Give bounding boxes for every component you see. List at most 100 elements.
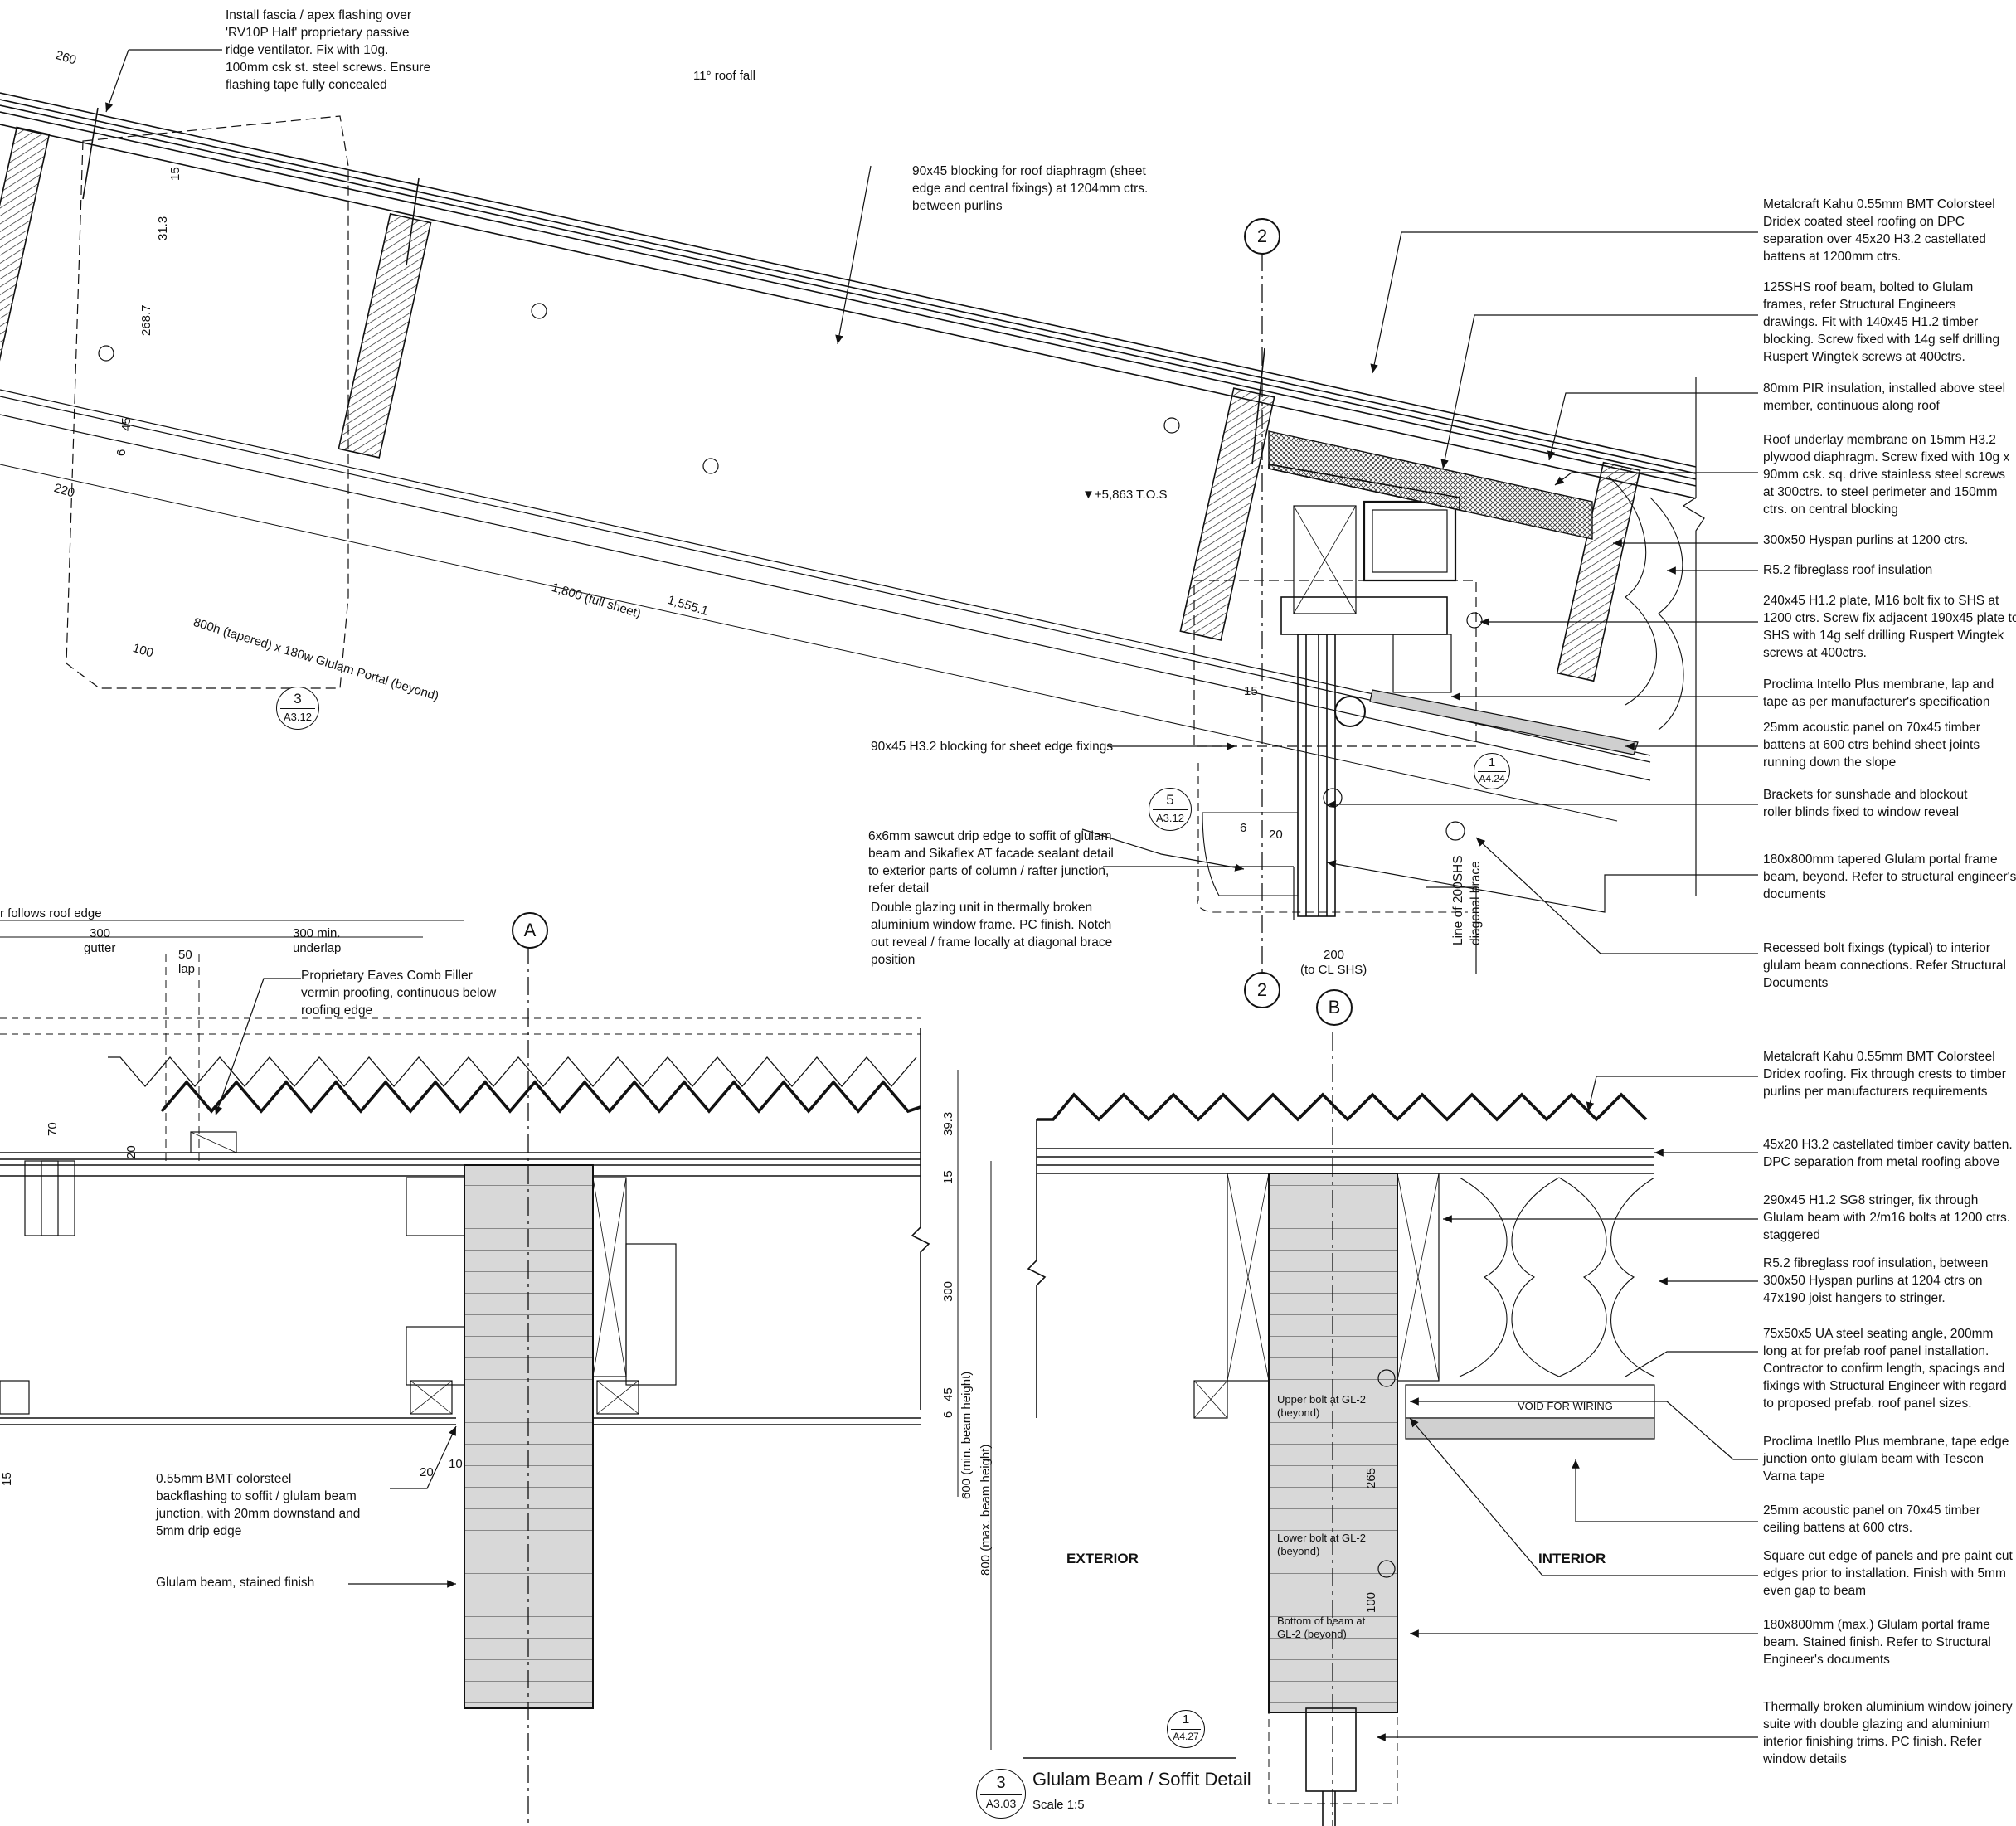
note-line: 80mm PIR insulation, installed above ste…: [1763, 381, 2006, 396]
note-line: Proclima Intello Plus membrane, lap and: [1763, 677, 1994, 692]
detail-ref-5-a312[interactable]: 5 A3.12: [1149, 788, 1192, 831]
note-line: (beyond): [1277, 1406, 1320, 1419]
dim-20: 20: [1269, 828, 1283, 842]
note-line: junction, with 20mm downstand and: [156, 1507, 361, 1521]
note-line: tape as per manufacturer's specification: [1763, 695, 1990, 709]
dim-200: 200: [1324, 948, 1345, 962]
note-line: Brackets for sunshade and blockout: [1763, 788, 1968, 802]
grid-bubble-2-top: 2: [1244, 218, 1280, 255]
note-line: purlins per manufacturers requirements: [1763, 1085, 1988, 1099]
note-line: Glulam beam, stained finish: [156, 1576, 315, 1590]
note-line: 6x6mm sawcut drip edge to soffit of glul…: [868, 829, 1112, 843]
annotation-note: R5.2 fibreglass roof insulation, between…: [1763, 1255, 1988, 1307]
note-line: 25mm acoustic panel on 70x45 timber: [1763, 721, 1980, 735]
detail-ref-divider: [1153, 809, 1188, 810]
roof-section-upper: [0, 92, 1705, 974]
note-line: member, continuous along roof: [1763, 399, 1940, 413]
dim-15d: 15: [0, 1472, 14, 1486]
note-line: drawings. Fit with 140x45 H1.2 timber: [1763, 315, 1979, 329]
dim-20b: 20: [124, 1145, 138, 1159]
roof-fall-label: 11° roof fall: [693, 69, 755, 83]
note-line: Proprietary Eaves Comb Filler: [301, 969, 473, 983]
annotation-note: 45x20 H3.2 castellated timber cavity bat…: [1763, 1136, 2013, 1171]
note-line: 5mm drip edge: [156, 1524, 242, 1538]
annotation-note: Thermally broken aluminium window joiner…: [1763, 1698, 2013, 1768]
note-line: beam and Sikaflex AT facade sealant deta…: [868, 847, 1114, 861]
dim-15: 15: [168, 167, 182, 181]
detail-ref-1-a427[interactable]: 1 A4.27: [1167, 1710, 1205, 1748]
detail-ref-sheet: A4.24: [1479, 773, 1505, 784]
detail-ref-number: 3: [294, 691, 302, 707]
detail-ref-1-a424[interactable]: 1 A4.24: [1474, 753, 1510, 789]
annotation-note: Square cut edge of panels and pre paint …: [1763, 1547, 2013, 1600]
void-for-wiring-label: VOID FOR WIRING: [1518, 1400, 1613, 1412]
note-line: out reveal / frame locally at diagonal b…: [871, 935, 1113, 949]
dim-300: 300: [941, 1280, 955, 1302]
note-line: screws at 400ctrs.: [1763, 646, 1867, 660]
dim-45b: 45: [941, 1387, 955, 1401]
note-line: vermin proofing, continuous below: [301, 986, 497, 1000]
note-line: interior finishing trims. PC finish. Ref…: [1763, 1735, 1982, 1749]
note-line: 25mm acoustic panel on 70x45 timber: [1763, 1503, 1980, 1518]
note-line: to exterior parts of column / rafter jun…: [868, 864, 1110, 878]
note-line: 90x45 blocking for roof diaphragm (sheet: [912, 164, 1146, 178]
note-line: 75x50x5 UA steel seating angle, 200mm: [1763, 1327, 1994, 1341]
note-line: between purlins: [912, 199, 1003, 213]
note-line: 1200 ctrs. Screw fix adjacent 190x45 pla…: [1763, 611, 2016, 625]
note-line: window details: [1763, 1752, 1847, 1766]
note-line: GL-2 (beyond): [1277, 1628, 1347, 1640]
note-line: edges prior to installation. Finish with…: [1763, 1566, 2006, 1581]
note-line: 100mm csk st. steel screws. Ensure: [226, 61, 431, 75]
note-line: diagonal brace: [1469, 861, 1483, 945]
detail-ref-3-a312[interactable]: 3 A3.12: [276, 687, 319, 730]
note-line: at 300ctrs. to steel perimeter and 150mm: [1763, 485, 1998, 499]
note-line: Roof underlay membrane on 15mm H3.2: [1763, 433, 1996, 447]
note-glulam-stained: Glulam beam, stained finish: [156, 1574, 314, 1591]
note-line: Square cut edge of panels and pre paint …: [1763, 1549, 2013, 1563]
note-drip-edge: 6x6mm sawcut drip edge to soffit of glul…: [868, 828, 1114, 897]
note-line: battens at 600 ctrs behind sheet joints: [1763, 738, 1980, 752]
note-line: staggered: [1763, 1228, 1820, 1242]
grid-bubble-a: A: [512, 912, 548, 949]
annotation-note: Brackets for sunshade and blockout roller…: [1763, 786, 1967, 821]
annotation-note: 180x800mm tapered Glulam portal frame bea…: [1763, 851, 2016, 903]
annotation-note: 300x50 Hyspan purlins at 1200 ctrs.: [1763, 532, 1968, 549]
note-line: Dridex roofing. Fix through crests to ti…: [1763, 1067, 2006, 1081]
note-line: 290x45 H1.2 SG8 stringer, fix through: [1763, 1193, 1979, 1207]
dim-6: 6: [114, 449, 129, 456]
leaders-lower-right: [1377, 1076, 1758, 1741]
detail-ref-3-a303[interactable]: 3 A3.03: [976, 1769, 1026, 1819]
dim-min-beam: 600 (min. beam height): [959, 1371, 974, 1499]
note-blocking-sheet-edge: 90x45 H3.2 blocking for sheet edge fixin…: [871, 738, 1113, 755]
dim-70: 70: [46, 1122, 60, 1136]
dim-300-min: 300 min.: [293, 926, 341, 940]
note-line: frames, refer Structural Engineers: [1763, 298, 1956, 312]
annotation-note: Proclima Inetllo Plus membrane, tape edg…: [1763, 1433, 2009, 1485]
note-line: 125SHS roof beam, bolted to Glulam: [1763, 280, 1974, 294]
note-diagonal-brace: Line of 200SHS diagonal brace: [1450, 855, 1484, 945]
note-line: Bottom of beam at: [1277, 1615, 1366, 1627]
note-line: Ruspert Wingtek screws at 400ctrs.: [1763, 350, 1965, 364]
dim-265: 265: [1364, 1467, 1378, 1488]
note-line: plywood diaphragm. Screw fixed with 10g …: [1763, 450, 2010, 464]
upper-bolt-note: Upper bolt at GL-2 (beyond): [1277, 1393, 1366, 1420]
note-line: battens at 1200mm ctrs.: [1763, 250, 1902, 264]
note-line: aluminium window frame. PC finish. Notch: [871, 918, 1112, 932]
note-line: 180x800mm tapered Glulam portal frame: [1763, 852, 1998, 867]
detail-ref-sheet: A3.03: [985, 1797, 1017, 1810]
note-line: suite with double glazing and aluminium: [1763, 1717, 1990, 1731]
note-line: beam, beyond. Refer to structural engine…: [1763, 870, 2016, 884]
note-line: Contractor to confirm length, spacings a…: [1763, 1362, 2005, 1376]
note-line: roller blinds fixed to window reveal: [1763, 805, 1960, 819]
note-line: documents: [1763, 887, 1826, 901]
note-line: Line of 200SHS: [1451, 855, 1465, 945]
interior-section: [1027, 1032, 1655, 1826]
gutter-label: gutter: [84, 941, 116, 955]
detail-ref-sheet: A4.27: [1173, 1731, 1199, 1742]
note-line: to proposed prefab. roof panel sizes.: [1763, 1396, 1972, 1411]
note-ridge-flashing: Install fascia / apex flashing over 'RV1…: [226, 7, 430, 94]
